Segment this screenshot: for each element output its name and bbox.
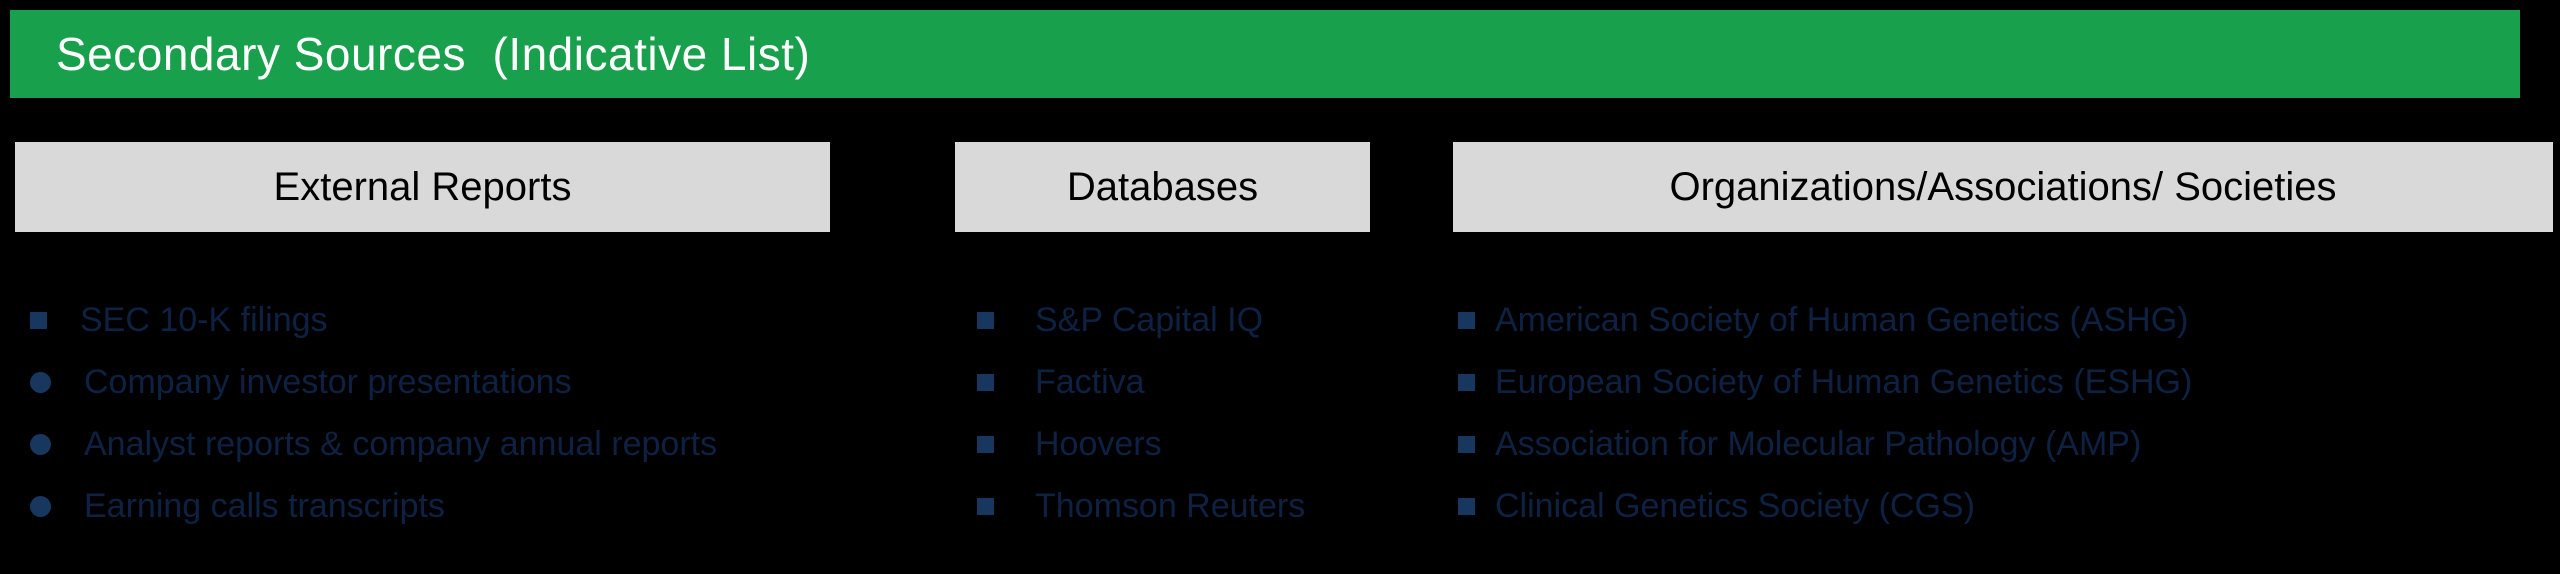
list-item-label: Clinical Genetics Society (CGS) (1495, 487, 1975, 525)
bullet-square-icon (977, 498, 994, 515)
list-item-label: American Society of Human Genetics (ASHG… (1495, 301, 2189, 339)
list-item: American Society of Human Genetics (ASHG… (1458, 300, 2538, 362)
list-item: Analyst reports & company annual reports (30, 424, 930, 486)
list-item: Factiva (977, 362, 1437, 424)
list-item-label: Factiva (1035, 363, 1145, 401)
list-item: SEC 10-K filings (30, 300, 930, 362)
bullet-square-icon (977, 312, 994, 329)
column-header-label: Databases (1066, 164, 1259, 209)
bullet-square-icon (1458, 312, 1475, 329)
external-reports-list: SEC 10-K filings Company investor presen… (30, 300, 930, 548)
organizations-list: American Society of Human Genetics (ASHG… (1458, 300, 2538, 548)
column-header-organizations: Organizations/Associations/ Societies (1453, 142, 2553, 232)
bullet-square-icon (977, 374, 994, 391)
list-item-label: Analyst reports & company annual reports (84, 425, 718, 463)
page-title: Secondary Sources (Indicative List) (56, 28, 811, 80)
column-header-databases: Databases (955, 142, 1370, 232)
bullet-square-icon (1458, 374, 1475, 391)
bullet-square-icon (977, 436, 994, 453)
list-item-label: SEC 10-K filings (80, 301, 328, 339)
databases-list: S&P Capital IQ Factiva Hoovers Thomson R… (977, 300, 1437, 548)
list-item-label: Company investor presentations (84, 363, 572, 401)
list-item-label: Association for Molecular Pathology (AMP… (1495, 425, 2142, 463)
list-item: S&P Capital IQ (977, 300, 1437, 362)
bullet-square-icon (1458, 498, 1475, 515)
list-item-label: Hoovers (1035, 425, 1162, 463)
list-item: Thomson Reuters (977, 486, 1437, 548)
list-item: Hoovers (977, 424, 1437, 486)
bullet-circle-icon (30, 434, 51, 455)
list-item-label: European Society of Human Genetics (ESHG… (1495, 363, 2193, 401)
column-header-label: External Reports (273, 164, 572, 209)
bullet-circle-icon (30, 372, 51, 393)
list-item-label: S&P Capital IQ (1035, 301, 1264, 339)
title-bar: Secondary Sources (Indicative List) (10, 10, 2520, 98)
column-header-external-reports: External Reports (15, 142, 830, 232)
bullet-circle-icon (30, 496, 51, 517)
list-item: European Society of Human Genetics (ESHG… (1458, 362, 2538, 424)
list-item: Clinical Genetics Society (CGS) (1458, 486, 2538, 548)
list-item: Company investor presentations (30, 362, 930, 424)
list-item-label: Earning calls transcripts (84, 487, 445, 525)
list-item-label: Thomson Reuters (1035, 487, 1306, 525)
bullet-square-icon (1458, 436, 1475, 453)
list-item: Earning calls transcripts (30, 486, 930, 548)
column-header-label: Organizations/Associations/ Societies (1669, 164, 2337, 209)
list-item: Association for Molecular Pathology (AMP… (1458, 424, 2538, 486)
bullet-square-icon (30, 312, 47, 329)
